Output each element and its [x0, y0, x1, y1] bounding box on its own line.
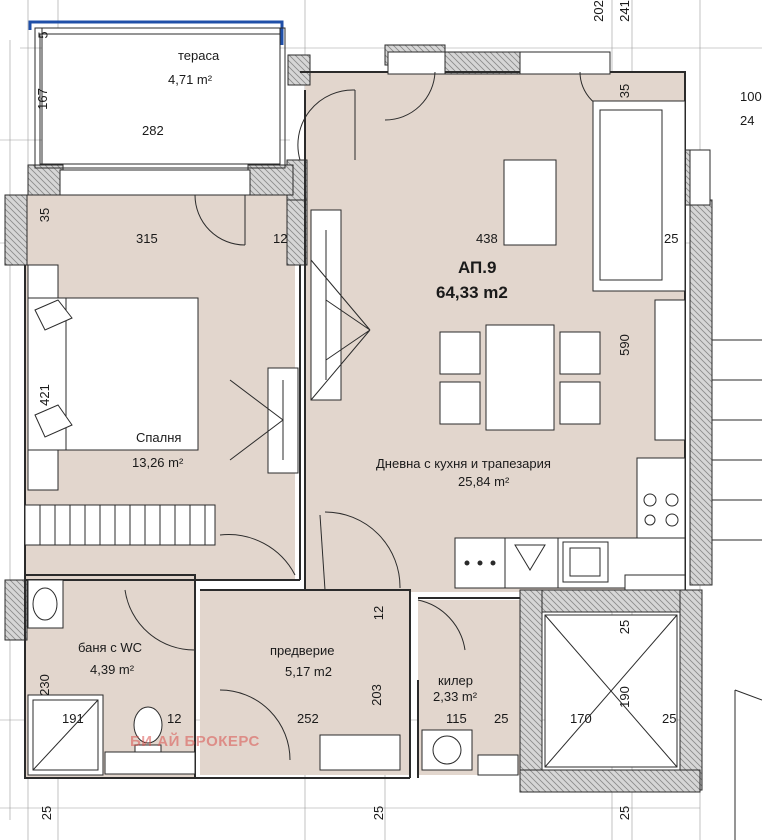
- dim-590: 590: [616, 334, 632, 356]
- dim-25-elev-top: 25: [617, 619, 633, 635]
- dim-421: 421: [36, 384, 52, 406]
- windows: [59, 51, 711, 206]
- dim-35-right: 35: [617, 83, 633, 99]
- kitchen: [454, 457, 686, 591]
- dim-25-bottom-mid: 25: [371, 805, 387, 821]
- dim-25-bottom-right: 25: [617, 805, 633, 821]
- elevator-shaft: [544, 614, 678, 768]
- dim-12-bath: 12: [167, 711, 182, 726]
- dim-24: 24: [740, 113, 755, 128]
- bathroom-name: баня с WC: [78, 640, 142, 655]
- bedroom-name: Спалня: [136, 430, 182, 445]
- storage-name: килер: [438, 673, 473, 688]
- dim-12-top: 12: [273, 231, 288, 246]
- dim-252: 252: [297, 711, 319, 726]
- living-name: Дневна с кухня и трапезария: [376, 456, 551, 471]
- dim-115: 115: [446, 711, 467, 726]
- dim-25-elevator: 25: [662, 711, 677, 726]
- living-furniture: [439, 100, 686, 441]
- dim-230: 230: [36, 674, 52, 696]
- dim-190: 190: [616, 686, 632, 708]
- apartment-total-area: 64,33 m2: [436, 283, 508, 302]
- hall-area: 5,17 m2: [285, 664, 332, 679]
- dim-170: 170: [570, 711, 592, 726]
- bed: [27, 264, 199, 491]
- dim-25-top: 25: [664, 231, 679, 246]
- dim-202: 202: [590, 0, 606, 22]
- dim-241: 241: [616, 0, 632, 22]
- bathroom-fixtures: [27, 579, 196, 776]
- wardrobes: [24, 209, 371, 546]
- dim-191: 191: [62, 711, 84, 726]
- terrace-outline: [28, 20, 284, 45]
- dim-12-hall: 12: [371, 605, 387, 621]
- doors: [124, 71, 621, 761]
- dim-35-left: 35: [37, 207, 53, 223]
- dim-315: 315: [136, 231, 158, 246]
- storage-area: 2,33 m²: [433, 689, 478, 704]
- terrace-railing: [34, 27, 286, 169]
- apartment-name: АП.9: [458, 258, 497, 277]
- dim-5: 5: [35, 31, 51, 39]
- dim-167: 167: [34, 88, 50, 110]
- terrace-name: тераса: [178, 48, 220, 63]
- living-area: 25,84 m²: [458, 474, 510, 489]
- stair-area: [712, 339, 762, 840]
- hall-name: предверие: [270, 643, 335, 658]
- dim-100: 100: [740, 89, 762, 104]
- dim-203: 203: [368, 684, 384, 706]
- dim-282: 282: [142, 123, 164, 138]
- watermark: БИ АЙ БРОКЕРС: [130, 733, 260, 750]
- bedroom-area: 13,26 m²: [132, 455, 184, 470]
- storage-fixtures: [319, 729, 519, 776]
- dim-25-storage: 25: [494, 711, 509, 726]
- terrace-area: 4,71 m²: [168, 72, 213, 87]
- bathroom-area: 4,39 m²: [90, 662, 135, 677]
- dim-25-bottom-left: 25: [39, 805, 55, 821]
- dim-438: 438: [476, 231, 498, 246]
